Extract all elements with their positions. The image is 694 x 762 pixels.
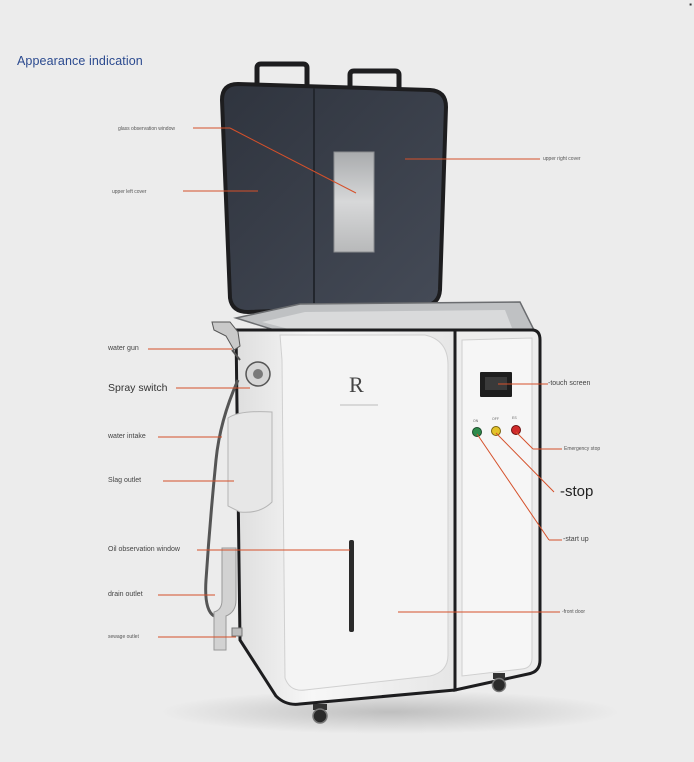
label-spray-switch: Spray switch [108, 382, 168, 394]
label-upper-left-cover: upper left cover [112, 189, 147, 195]
leader-glass-window-diag [229, 127, 357, 194]
label-start-up: -start up [563, 536, 589, 543]
water-gun-holder [231, 349, 241, 361]
label-oil-observation-window: Oil observation window [108, 546, 180, 553]
leader-lines [148, 127, 562, 638]
sewage-valve [231, 627, 243, 637]
casters [312, 673, 507, 724]
front-door-panel [279, 334, 449, 691]
button-caption: ON [473, 419, 479, 423]
water-hose [204, 379, 240, 618]
leader-start-up [476, 433, 550, 541]
leader-emergency-stop [515, 431, 534, 450]
floor-shadow [160, 690, 620, 734]
button-caption: ES [512, 416, 517, 420]
brand-logo: R [349, 372, 364, 397]
label-stop: -stop [560, 483, 594, 500]
corner-mark: ▪ [689, 0, 692, 9]
label-water-gun: water gun [108, 345, 139, 352]
label-front-door: -front door [562, 609, 586, 615]
label-glass-observation-window: glass observation window [118, 126, 175, 132]
label-water-intake: water intake [108, 433, 146, 440]
control-panel [461, 337, 533, 677]
slag-outlet-cover [227, 411, 273, 513]
touch-screen-display [485, 377, 507, 390]
stop-button [491, 426, 501, 436]
leader-stop [495, 432, 555, 493]
page-title: Appearance indication [17, 54, 143, 68]
oil-observation-window [349, 540, 354, 632]
drain-pipe [213, 547, 237, 651]
spray-switch-knob [253, 369, 263, 379]
start-up-button [472, 427, 482, 437]
emergency-stop-button [511, 425, 521, 435]
tank-inner [262, 310, 512, 332]
label-drain-outlet: drain outlet [108, 591, 143, 598]
label-sewage-outlet: sewage outlet [108, 634, 139, 640]
label-emergency-stop: Emergency stop [564, 446, 601, 452]
lid-handle-left [254, 61, 310, 86]
lid-handle-right [347, 68, 402, 90]
label-upper-right-cover: upper right cover [543, 156, 581, 162]
label-touch-screen: -touch screen [548, 380, 591, 387]
water-gun [211, 321, 241, 351]
button-caption: OFF [492, 417, 499, 421]
label-slag-outlet: Slag outlet [108, 477, 142, 484]
glass-observation-window [333, 151, 375, 253]
